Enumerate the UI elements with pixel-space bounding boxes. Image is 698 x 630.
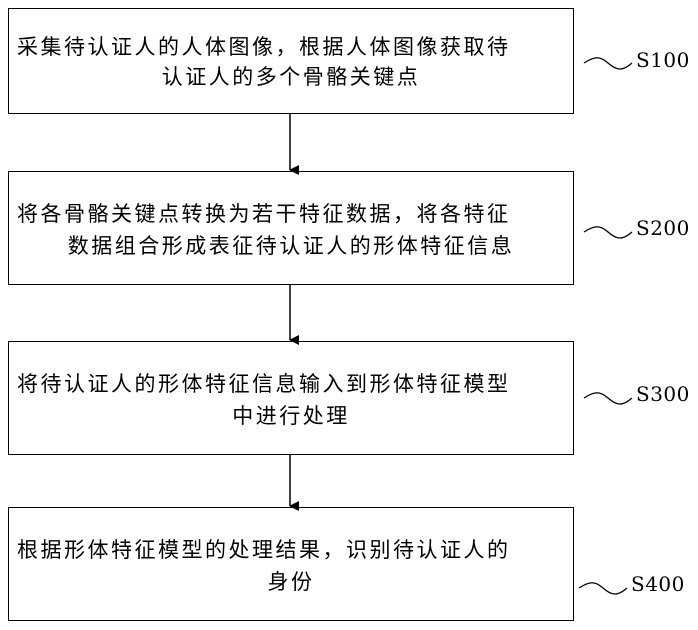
leader-curve-s100 [584,58,632,69]
step-label-s300: S300 [636,382,690,406]
leader-curve-s400 [579,583,627,594]
step-label-s200: S200 [636,216,690,240]
step-label-s400: S400 [631,572,685,596]
leader-curve-s200 [584,227,632,238]
leader-curve-s300 [584,393,632,404]
step-label-s100: S100 [636,48,690,72]
